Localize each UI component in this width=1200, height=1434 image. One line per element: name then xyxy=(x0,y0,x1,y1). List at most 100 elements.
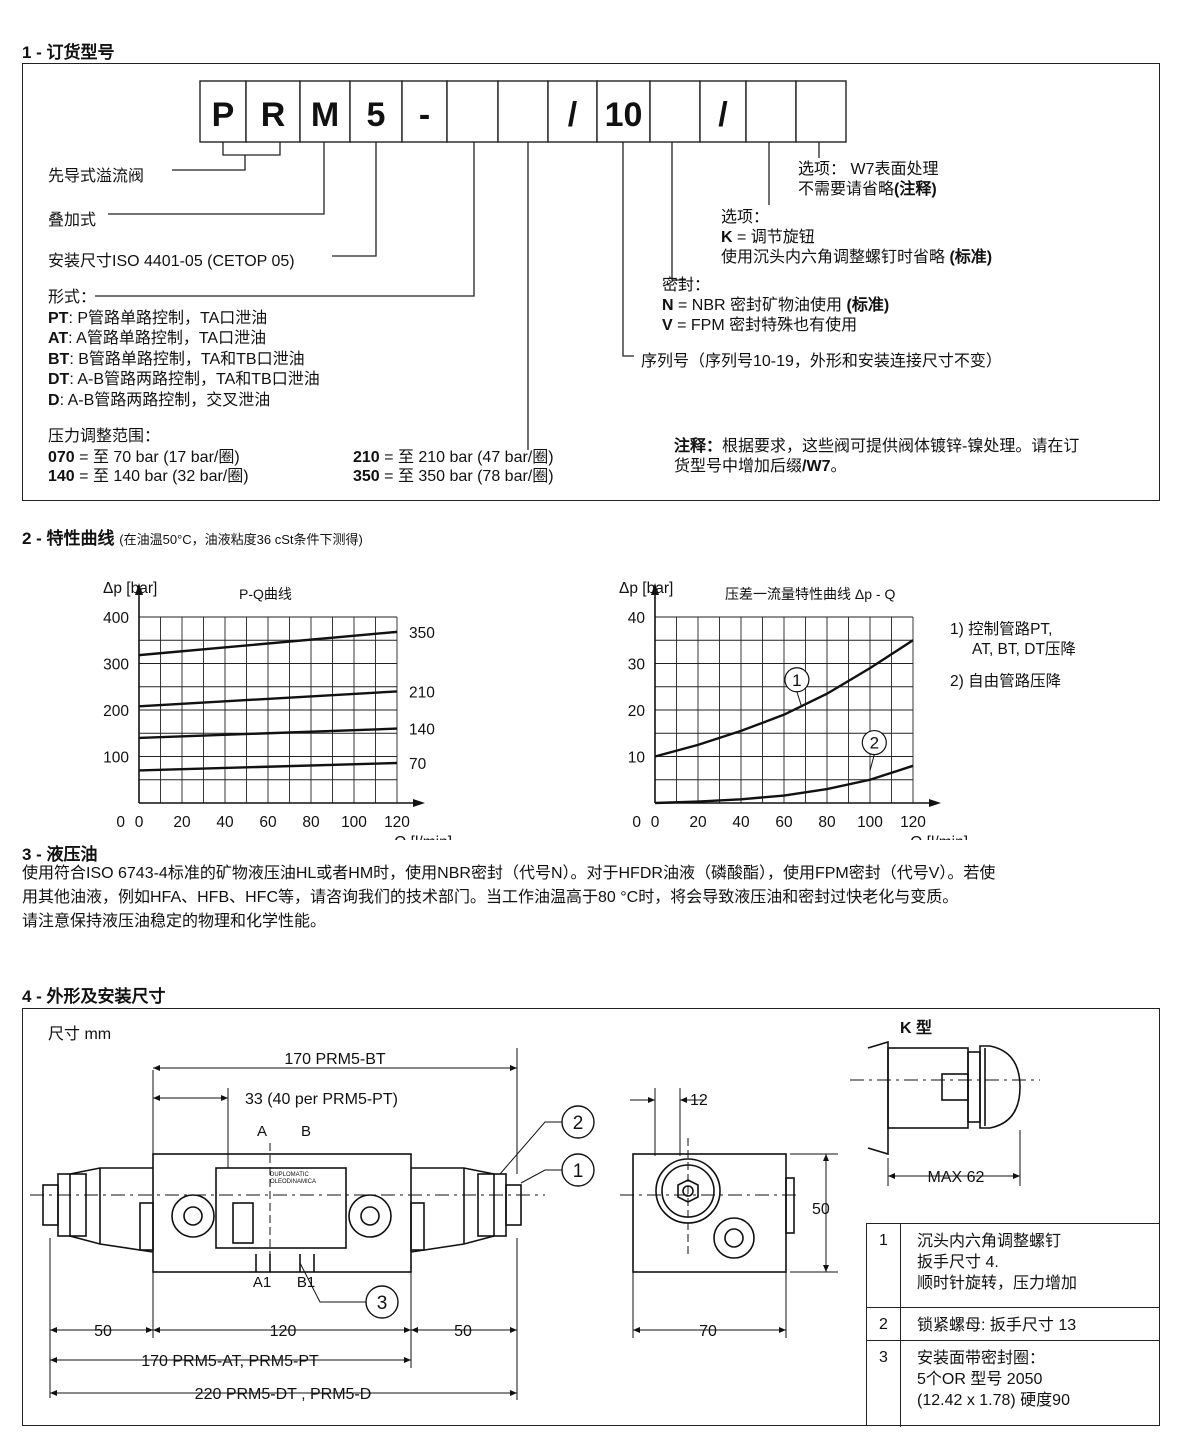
y-axis-arrow xyxy=(651,583,659,595)
x-tick-label: 40 xyxy=(216,814,234,831)
k-max-62: MAX 62 xyxy=(928,1169,985,1186)
legend-line-1: 1) 控制管路PT, xyxy=(950,621,1053,638)
parts-desc: 沉头内六角调整螺钉扳手尺寸 4.顺时针旋转，压力增加 xyxy=(917,1233,1078,1292)
callout-leader xyxy=(869,754,875,771)
x-tick-label: 100 xyxy=(857,814,883,831)
brand-line-1: DUPLOMATIC xyxy=(270,1172,310,1178)
x-tick-label: 0 xyxy=(651,814,660,831)
x-axis-label: Q [l/min] xyxy=(394,834,452,840)
dimensions-frame xyxy=(22,1008,1160,1426)
code-box-7: / xyxy=(547,80,598,143)
pressure-210: 210 = 至 210 bar (47 bar/圈) xyxy=(353,449,554,466)
callout-2-number: 1 xyxy=(573,1161,584,1182)
port-b: B xyxy=(301,1123,311,1140)
x-tick-label: 100 xyxy=(341,814,367,831)
x-tick-label: 60 xyxy=(259,814,277,831)
y-tick-label: 200 xyxy=(103,703,129,720)
series-label-350: 350 xyxy=(409,625,435,642)
code-box-6 xyxy=(497,80,549,143)
curve-callout-1: 1 xyxy=(792,671,801,690)
series-label-70: 70 xyxy=(409,756,427,773)
pressure-title: 压力调整范围： xyxy=(48,428,161,445)
x-tick-label: 80 xyxy=(302,814,320,831)
callout-3-number: 3 xyxy=(377,1293,388,1314)
pilot-label: 先导式溢流阀 xyxy=(48,168,145,185)
code-box-char: 5 xyxy=(367,96,386,134)
order-code-frame xyxy=(22,63,1160,501)
dim-50-left: 50 xyxy=(94,1323,112,1340)
series-label-140: 140 xyxy=(409,722,435,739)
y-axis-arrow xyxy=(135,583,143,595)
y-tick-label: 20 xyxy=(628,703,646,720)
series-line-1 xyxy=(654,639,914,758)
port-b1: B1 xyxy=(297,1274,315,1291)
dim-170-bt: 170 PRM5-BT xyxy=(284,1051,386,1068)
form-d: D: A-B管路两路控制，交叉泄油 xyxy=(48,391,271,409)
callout-leader xyxy=(796,691,802,706)
y-axis-label: Δp [bar] xyxy=(103,580,157,597)
y-tick-label: 30 xyxy=(628,657,646,674)
x-tick-label: 40 xyxy=(732,814,750,831)
code-box-1: R xyxy=(245,80,301,143)
option-w7: 选项： W7表面处理 不需要请省略(注释) xyxy=(798,161,939,198)
curve-callout-circle xyxy=(784,667,810,693)
dim-50-right: 50 xyxy=(454,1323,472,1340)
chart2-legend: 1) 控制管路PT, AT, BT, DT压降 2) 自由管路压降 xyxy=(950,620,1076,692)
x-tick-label: 120 xyxy=(900,814,926,831)
section-1-title: 1 - 订货型号 xyxy=(22,43,115,62)
code-box-2: M xyxy=(299,80,351,143)
k-type-title: K 型 xyxy=(900,1019,932,1037)
code-box-4: - xyxy=(401,80,448,143)
x-axis-label: Q [l/min] xyxy=(910,834,968,840)
dim-70: 70 xyxy=(699,1323,717,1340)
modular-label: 叠加式 xyxy=(48,212,97,229)
series-label-210: 210 xyxy=(409,684,435,701)
x-tick-label: 20 xyxy=(689,814,707,831)
seal-block: 密封： N = NBR 密封矿物油使用 (标准) V = FPM 密封特殊也有使… xyxy=(662,277,890,334)
series-line-2 xyxy=(654,764,914,805)
code-box-11 xyxy=(745,80,797,143)
port-a1: A1 xyxy=(253,1274,271,1291)
code-box-char: 10 xyxy=(605,96,643,134)
form-pt: PT: P管路单路控制，TA口泄油 xyxy=(48,309,268,327)
chart-title: P-Q曲线 xyxy=(239,586,292,602)
code-box-5 xyxy=(446,80,499,143)
curve-callout-circle xyxy=(861,729,887,756)
section-2-title: 2 - 特性曲线 (在油温50°C，油液粘度36 cSt条件下测得) xyxy=(22,529,363,548)
series-label: 序列号（序列号10-19，外形和安装连接尺寸不变） xyxy=(641,353,1002,370)
mounting-label: 安装尺寸ISO 4401-05 (CETOP 05) xyxy=(48,253,295,270)
series-line-210 xyxy=(138,690,398,708)
y-tick-label: 300 xyxy=(103,657,129,674)
section-3-title: 3 - 液压油 xyxy=(22,845,98,864)
callout-1-number: 2 xyxy=(573,1113,584,1134)
brand-line-2: OLEODINAMICA xyxy=(270,1179,316,1185)
section-4-title: 4 - 外形及安装尺寸 xyxy=(22,987,166,1006)
note-block: 注释：根据要求，这些阀可提供阀体镀锌-镍处理。请在订 货型号中增加后缀/W7。 xyxy=(674,438,1080,475)
x-axis-arrow xyxy=(413,799,425,807)
curve-callout-2: 2 xyxy=(870,734,879,753)
code-box-char: - xyxy=(419,96,430,134)
pressure-070: 070 = 至 70 bar (17 bar/圈) xyxy=(48,449,240,466)
code-box-3: 5 xyxy=(349,80,403,143)
code-box-char: / xyxy=(568,96,578,134)
series-line-70 xyxy=(138,761,398,772)
code-box-10: / xyxy=(699,80,747,143)
units-label: 尺寸 mm xyxy=(48,1026,112,1043)
dim-220: 220 PRM5-DT , PRM5-D xyxy=(195,1386,372,1403)
legend-line-3: 2) 自由管路压降 xyxy=(950,673,1062,690)
series-line-140 xyxy=(138,727,398,740)
code-box-char: R xyxy=(261,96,286,134)
y-tick-label: 400 xyxy=(103,610,129,627)
x-tick-label: 60 xyxy=(775,814,793,831)
dim-120: 120 xyxy=(270,1323,297,1340)
leader-lines xyxy=(95,142,820,450)
x-tick-label: 0 xyxy=(135,814,144,831)
